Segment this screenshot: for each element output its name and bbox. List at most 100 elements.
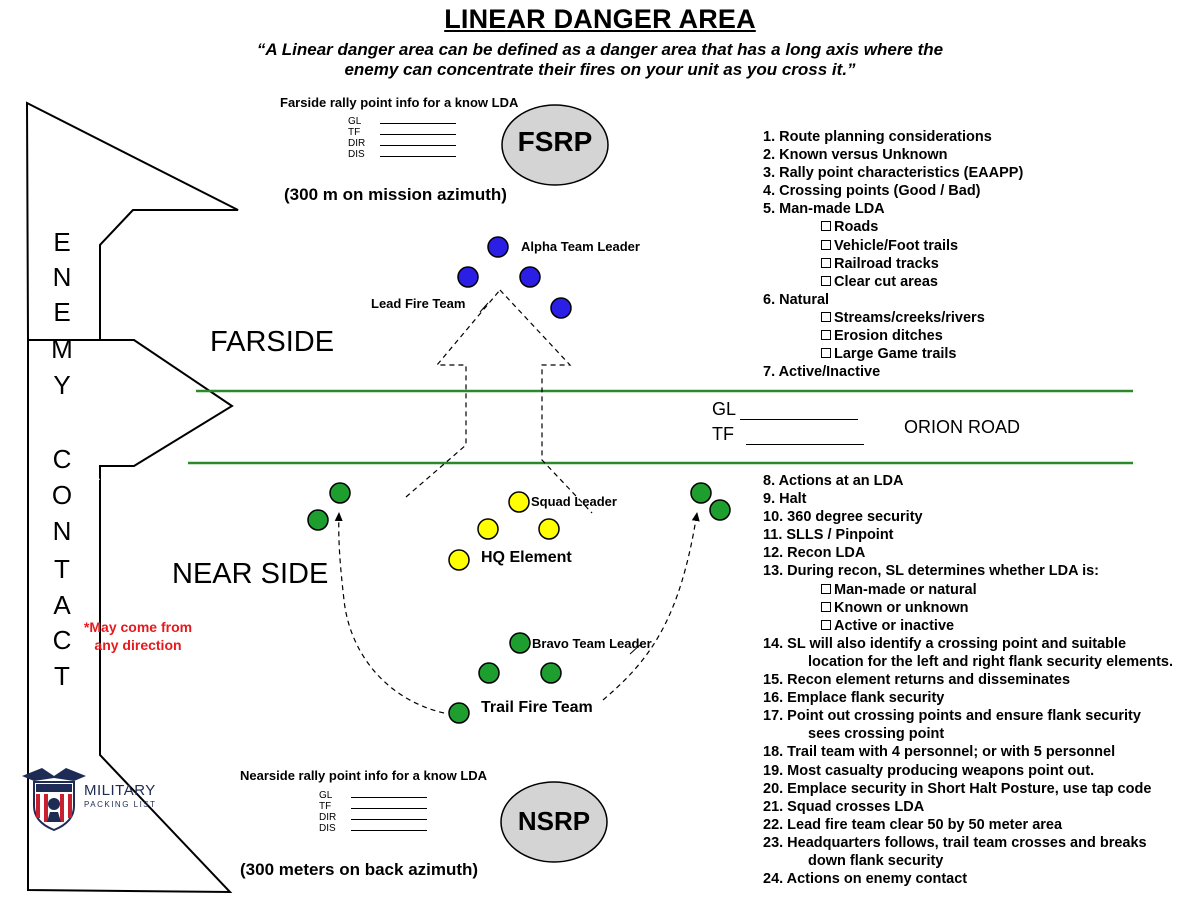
farside-rally-fields: GL TF DIR DIS bbox=[348, 115, 456, 160]
step-item: 6. Natural bbox=[763, 291, 1193, 309]
enemy-contact-letter: E bbox=[53, 297, 71, 327]
step-item: 19. Most casualty producing weapons poin… bbox=[763, 762, 1197, 780]
step-text: location for the left and right flank se… bbox=[808, 653, 1173, 670]
step-text: 16. Emplace flank security bbox=[763, 690, 945, 707]
step-item: 23. Headquarters follows, trail team cro… bbox=[763, 834, 1197, 852]
road-gl-field: GL bbox=[712, 399, 859, 420]
trail-fire-team-label: Trail Fire Team bbox=[481, 699, 593, 716]
enemy-contact-letter: A bbox=[53, 590, 71, 620]
green-member-left-flank bbox=[329, 482, 351, 504]
field-blank[interactable] bbox=[380, 115, 456, 124]
field-blank[interactable] bbox=[351, 822, 427, 831]
fsrp-badge-label: FSRP bbox=[517, 126, 593, 157]
step-item: 1. Route planning considerations bbox=[763, 128, 1193, 146]
nearside-rally-fields: GL TF DIR DIS bbox=[319, 789, 427, 834]
step-subitem: Streams/creeks/rivers bbox=[763, 309, 1193, 327]
step-item: 21. Squad crosses LDA bbox=[763, 798, 1197, 816]
rally-field-gl: GL bbox=[348, 115, 456, 127]
step-item: 20. Emplace security in Short Halt Postu… bbox=[763, 780, 1197, 798]
page-title: LINEAR DANGER AREA bbox=[444, 4, 756, 34]
enemy-arrow-middle bbox=[99, 209, 234, 480]
warning-line: any direction bbox=[94, 637, 182, 653]
field-blank[interactable] bbox=[380, 126, 456, 135]
step-item: 3. Rally point characteristics (EAAPP) bbox=[763, 164, 1193, 182]
road-tf-blank[interactable] bbox=[746, 430, 864, 445]
checkbox-icon bbox=[821, 330, 831, 341]
step-text: 12. Recon LDA bbox=[763, 545, 866, 562]
checkbox-icon bbox=[821, 257, 831, 268]
warning-line: *May come from bbox=[83, 619, 193, 635]
farside-rally-heading: Farside rally point info for a know LDA bbox=[280, 95, 519, 110]
step-item: 10. 360 degree security bbox=[763, 508, 1197, 526]
step-text: Large Game trails bbox=[834, 346, 957, 363]
step-item: 4. Crossing points (Good / Bad) bbox=[763, 182, 1193, 200]
step-item: 5. Man-made LDA bbox=[763, 200, 1193, 218]
step-text: Roads bbox=[834, 219, 879, 236]
checkbox-icon bbox=[821, 601, 831, 612]
step-text: 1. Route planning considerations bbox=[763, 129, 992, 145]
green-member-trail bbox=[478, 662, 500, 684]
rally-field-dis: DIS bbox=[348, 148, 456, 160]
checkbox-icon bbox=[821, 239, 831, 250]
squad-leader-label: Squad Leader bbox=[531, 494, 617, 509]
rally-field-gl: GL bbox=[319, 789, 427, 801]
rally-field-dis: DIS bbox=[319, 822, 427, 834]
step-subitem: Man-made or natural bbox=[763, 581, 1197, 599]
hq-element-label: HQ Element bbox=[481, 549, 572, 566]
field-blank[interactable] bbox=[380, 137, 456, 146]
road-tf-field: TF bbox=[712, 424, 864, 445]
step-text: 10. 360 degree security bbox=[763, 509, 923, 526]
enemy-contact-letter: C bbox=[52, 625, 72, 655]
field-label: DIS bbox=[348, 149, 365, 160]
step-text: 24. Actions on enemy contact bbox=[763, 871, 968, 888]
step-text: 11. SLLS / Pinpoint bbox=[763, 527, 894, 544]
step-item: 9. Halt bbox=[763, 490, 1197, 508]
blue-member bbox=[550, 297, 572, 319]
step-text: Railroad tracks bbox=[834, 255, 939, 272]
step-text: 5. Man-made LDA bbox=[763, 201, 885, 218]
step-subitem: Railroad tracks bbox=[763, 255, 1193, 273]
lead-fire-team bbox=[457, 236, 572, 319]
step-text: down flank security bbox=[808, 852, 944, 869]
step-item: 13. During recon, SL determines whether … bbox=[763, 562, 1197, 580]
right-flank-movement-arrow bbox=[602, 512, 700, 701]
field-blank[interactable] bbox=[351, 800, 427, 809]
step-text: Man-made or natural bbox=[834, 581, 977, 598]
enemy-contact-letter: C bbox=[52, 444, 72, 474]
step-text: 9. Halt bbox=[763, 491, 807, 508]
step-text: Vehicle/Foot trails bbox=[834, 237, 959, 254]
field-blank[interactable] bbox=[351, 789, 427, 798]
enemy-contact-letter: T bbox=[54, 661, 70, 691]
enemy-contact-letter: T bbox=[54, 554, 70, 584]
enemy-contact-letter: N bbox=[52, 262, 72, 292]
field-label: TF bbox=[348, 127, 361, 138]
step-item: 17. Point out crossing points and ensure… bbox=[763, 707, 1197, 725]
step-text: Clear cut areas bbox=[834, 273, 938, 290]
step-item: location for the left and right flank se… bbox=[763, 653, 1197, 671]
step-text: Active or inactive bbox=[834, 617, 955, 634]
planning-steps-list: 1. Route planning considerations 2. Known… bbox=[763, 128, 1193, 381]
green-member-right-flank bbox=[709, 499, 731, 521]
green-members bbox=[307, 482, 731, 724]
nearside-label: NEAR SIDE bbox=[172, 558, 329, 590]
field-blank[interactable] bbox=[351, 811, 427, 820]
nearside-azimuth: (300 meters on back azimuth) bbox=[240, 860, 479, 879]
road-name: ORION ROAD bbox=[904, 417, 1021, 437]
road-gl-blank[interactable] bbox=[740, 405, 859, 420]
field-label: DIS bbox=[319, 823, 336, 834]
field-label: TF bbox=[319, 801, 332, 812]
field-label: GL bbox=[319, 790, 333, 801]
step-text: 2. Known versus Unknown bbox=[763, 147, 948, 164]
field-blank[interactable] bbox=[380, 148, 456, 157]
yellow-member bbox=[477, 518, 499, 540]
blue-member bbox=[457, 266, 479, 288]
fsrp-badge-shape bbox=[501, 104, 609, 186]
checkbox-icon bbox=[821, 348, 831, 359]
step-text: 13. During recon, SL determines whether … bbox=[763, 563, 1099, 580]
rally-field-tf: TF bbox=[348, 126, 456, 138]
step-text: 21. Squad crosses LDA bbox=[763, 798, 925, 815]
step-item: 12. Recon LDA bbox=[763, 544, 1197, 562]
lead-fire-team-leader-line bbox=[479, 302, 489, 313]
checkbox-icon bbox=[821, 275, 831, 286]
enemy-arrow-bottom bbox=[27, 340, 233, 894]
